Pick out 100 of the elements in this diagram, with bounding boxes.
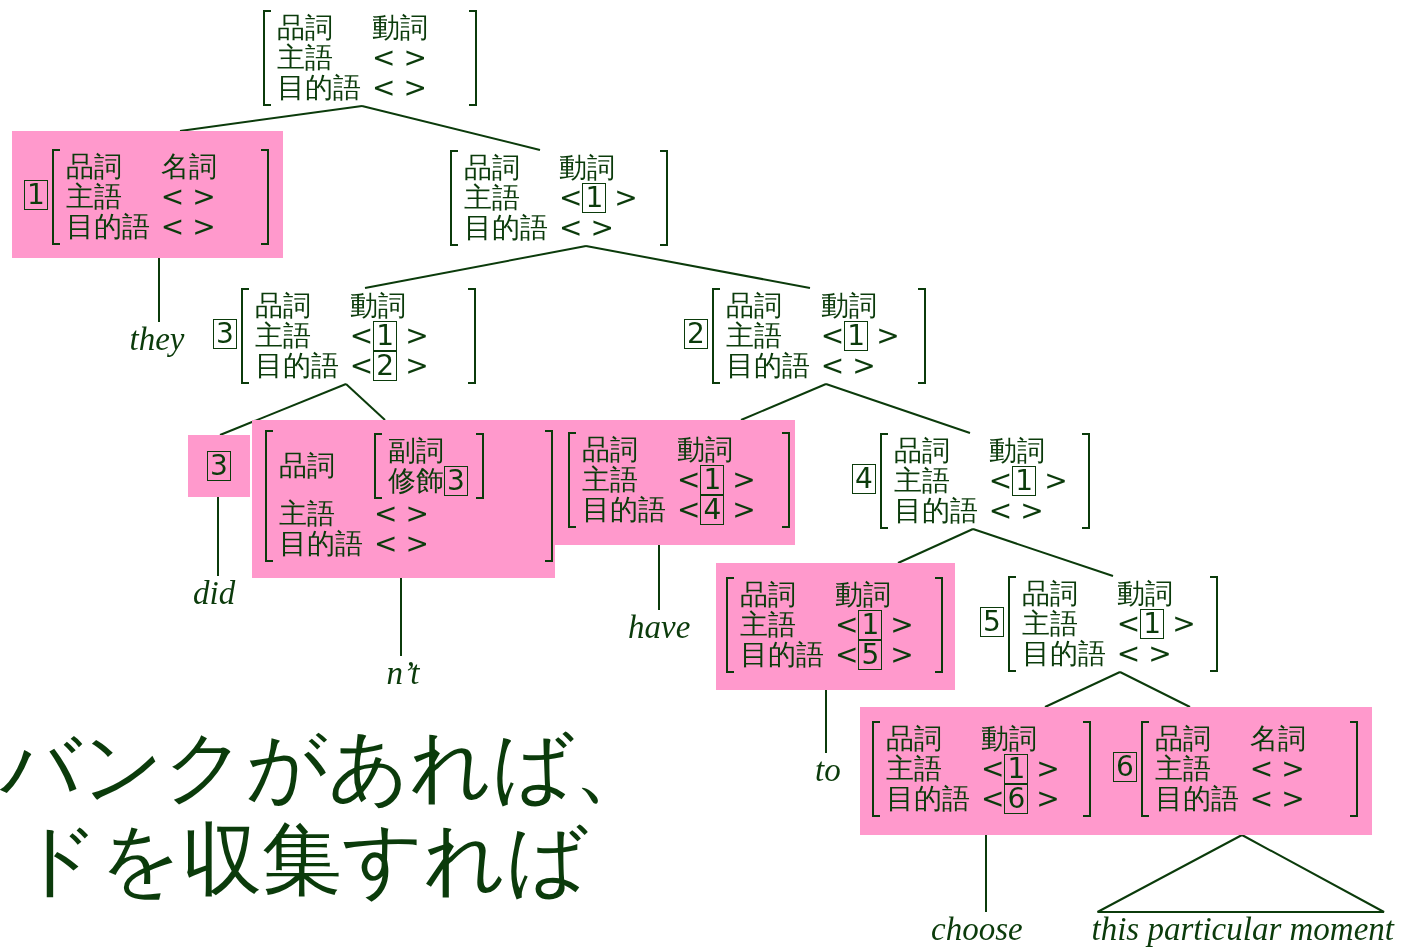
feature-value: >: [1148, 639, 1172, 669]
feature-value: >: [403, 43, 427, 73]
feature-label: 目的語: [740, 640, 825, 670]
feature-matrix: [252, 420, 555, 578]
index-tag-box: [188, 435, 250, 497]
feature-value: >: [192, 182, 216, 212]
feature-value: <: [1249, 784, 1274, 814]
feature-value: 動詞: [835, 580, 891, 610]
tree-branch: [897, 528, 974, 564]
feature-value: 動詞: [372, 13, 428, 43]
feature-value: >: [1036, 784, 1060, 814]
index-tag: 1: [700, 465, 725, 495]
feature-value: >: [1044, 466, 1068, 496]
feature-label: 目的語: [886, 784, 971, 814]
feature-label: 目的語: [279, 529, 364, 559]
index-tag: 6: [1004, 784, 1029, 814]
feature-label: 目的語: [893, 496, 979, 526]
feature-label: 主語: [740, 610, 796, 640]
feature-value: >: [732, 495, 756, 525]
feature-value: <: [988, 466, 1013, 496]
feature-label: 修飾: [388, 466, 444, 496]
tree-branch: [364, 245, 587, 289]
index-tag: 5: [858, 640, 883, 670]
feature-label: 目的語: [1154, 784, 1240, 814]
feature-label: 目的語: [277, 73, 362, 103]
index-tag: 1: [1004, 754, 1029, 784]
feature-label: 目的語: [1021, 639, 1107, 669]
index-tag: 2: [373, 351, 398, 381]
feature-value: 名詞: [1249, 724, 1306, 754]
feature-value: <: [1116, 609, 1141, 639]
feature-label: 品詞: [1021, 579, 1079, 609]
feature-value: 動詞: [981, 724, 1037, 754]
leaf-word: to: [815, 753, 841, 787]
feature-value: >: [614, 183, 638, 213]
feature-value: >: [403, 73, 427, 103]
feature-value: <: [820, 351, 845, 381]
feature-label: 主語: [1021, 609, 1078, 639]
feature-value: >: [1036, 754, 1060, 784]
feature-value: >: [852, 351, 876, 381]
feature-value: <: [835, 610, 859, 640]
feature-matrix: [213, 288, 476, 384]
index-tag: 1: [24, 180, 48, 210]
feature-label: 品詞: [65, 152, 123, 182]
feature-label: 目的語: [254, 351, 340, 381]
feature-label: 主語: [1154, 754, 1211, 784]
index-tag: 3: [207, 451, 231, 481]
feature-value: <: [1249, 754, 1274, 784]
feature-value: >: [405, 499, 429, 529]
feature-value: 動詞: [820, 291, 877, 321]
feature-value: 動詞: [988, 436, 1045, 466]
tree-branch: [825, 383, 971, 434]
feature-label: 主語: [277, 43, 333, 73]
feature-label: 主語: [279, 499, 335, 529]
feature-label: 品詞: [464, 153, 521, 183]
leaf-word: this particular moment: [1091, 912, 1394, 946]
leaf-word: choose: [931, 912, 1023, 946]
index-tag: 1: [373, 321, 398, 351]
feature-label: 品詞: [740, 580, 797, 610]
feature-value: 動詞: [1116, 579, 1173, 609]
headline-text: ドを収集すれば: [18, 815, 588, 905]
tree-branch: [219, 383, 347, 436]
index-tag: 3: [444, 466, 468, 496]
leaf-word: have: [628, 610, 691, 644]
index-tag: 1: [1012, 466, 1037, 496]
tree-triangle: [1096, 833, 1385, 913]
tree-branch: [825, 689, 827, 754]
feature-value: >: [890, 640, 914, 670]
feature-value: >: [1281, 784, 1305, 814]
feature-value: <: [160, 212, 185, 242]
index-tag: 1: [582, 183, 607, 213]
tree-branch: [740, 383, 827, 421]
feature-matrix: [684, 288, 926, 384]
feature-value: <: [981, 784, 1005, 814]
feature-value: >: [1020, 496, 1044, 526]
feature-label: 目的語: [582, 495, 667, 525]
feature-label: 目的語: [464, 213, 549, 243]
feature-matrix: [852, 433, 1087, 529]
feature-value: >: [192, 212, 216, 242]
feature-value: >: [590, 213, 614, 243]
feature-label: 主語: [464, 183, 520, 213]
feature-value: <: [835, 640, 859, 670]
tree-branch: [361, 105, 541, 151]
index-tag: 1: [844, 321, 869, 351]
index-tag: 1: [1140, 609, 1165, 639]
tree-branch: [1044, 671, 1121, 708]
feature-value: <: [820, 321, 845, 351]
index-tag: 4: [700, 495, 725, 525]
feature-label: 主語: [893, 466, 950, 496]
feature-value: >: [1281, 754, 1305, 784]
feature-value: <: [677, 465, 701, 495]
feature-value: >: [890, 610, 914, 640]
feature-label: 品詞: [1154, 724, 1212, 754]
feature-label: 副詞: [388, 436, 444, 466]
leaf-word: did: [193, 576, 236, 610]
index-tag: 6: [1113, 752, 1137, 782]
feature-value: 動詞: [559, 153, 615, 183]
feature-value: <: [160, 182, 185, 212]
feature-label: 目的語: [725, 351, 811, 381]
feature-label: 品詞: [886, 724, 943, 754]
feature-label: 品詞: [254, 291, 312, 321]
